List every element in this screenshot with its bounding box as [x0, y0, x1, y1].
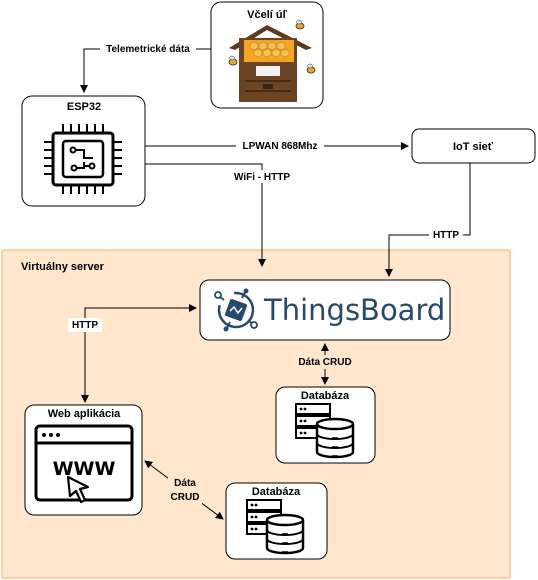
database-icon — [246, 499, 305, 555]
edge-tb-crud-label: Dáta CRUD — [298, 357, 351, 368]
edge-iot-http-label: HTTP — [433, 230, 459, 241]
web-app-node[interactable]: Web aplikácia WWW — [24, 404, 143, 516]
database-web-label: Databáza — [252, 486, 301, 498]
chip-icon — [44, 124, 122, 194]
thingsboard-logo-icon — [214, 288, 258, 332]
edge-web-http — [81, 304, 197, 403]
edge-web-crud-label-2: CRUD — [171, 492, 200, 503]
database-tb-label: Databáza — [301, 390, 350, 402]
edge-lpwan-label: LPWAN 868Mhz — [242, 141, 317, 152]
bee-icon — [228, 55, 238, 66]
bee-icon — [295, 19, 305, 30]
edge-wifi-http-label: WiFi - HTTP — [234, 172, 290, 183]
iot-network-label: IoT sieť — [453, 141, 494, 153]
database-icon — [295, 403, 355, 459]
bee-icon — [306, 63, 316, 74]
virtual-server-label: Virtuálny server — [21, 261, 105, 273]
thingsboard-label: ThingsBoard — [263, 293, 445, 327]
edge-telemetry-label: Telemetrické dáta — [106, 44, 190, 55]
beehive-icon — [228, 19, 316, 102]
edge-web-http-label: HTTP — [72, 320, 98, 331]
browser-www-icon: WWW — [34, 424, 134, 504]
database-tb-node[interactable]: Databáza — [275, 386, 376, 464]
edge-web-crud-label-1: Dáta — [174, 478, 196, 489]
esp32-node[interactable]: ESP32 — [21, 95, 146, 207]
beehive-node[interactable]: Včelí úľ — [210, 1, 324, 109]
thingsboard-node[interactable]: ThingsBoard — [199, 279, 451, 341]
web-app-label: Web aplikácia — [48, 408, 121, 420]
beehive-label: Včelí úľ — [247, 9, 287, 21]
database-web-node[interactable]: Databáza — [225, 482, 328, 560]
esp32-label: ESP32 — [67, 101, 101, 113]
www-text: WWW — [53, 458, 116, 480]
iot-network-node[interactable]: IoT sieť — [411, 128, 536, 164]
edge-wifi-http — [145, 163, 266, 267]
